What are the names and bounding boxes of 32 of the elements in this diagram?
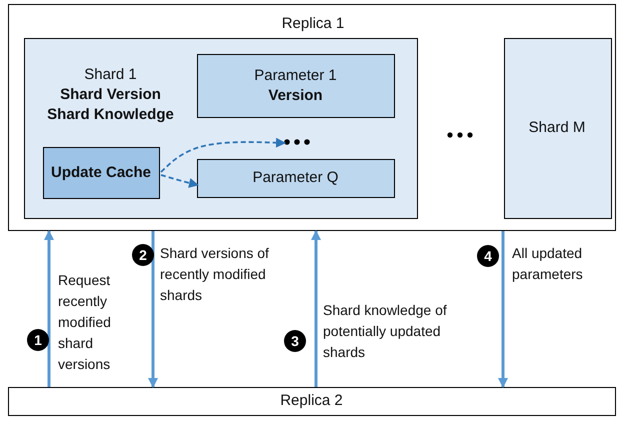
parameter-box [197,54,395,118]
arrow [44,230,54,387]
callout-number: 4 [477,245,499,267]
shard-box [504,38,612,218]
parameter-box [197,159,395,198]
box-label: Shard M [528,118,586,138]
cache-box [43,147,160,199]
edge-label: All updated parameters [512,244,584,284]
box-label: Shard Version [60,84,161,104]
callout-number: 3 [284,330,306,352]
box-label: Replica 2 [280,391,343,411]
box-label: Update Cache [50,162,152,182]
edge-label: Shard versions of recently modified shards [160,244,270,305]
callout-number: 1 [27,329,49,351]
replica-box [8,4,616,231]
box-label: Shard Knowledge [47,104,174,124]
box-label: Shard 1 [84,64,137,84]
box-label: Version [268,86,323,106]
replica-box [8,387,616,416]
box-label: Parameter Q [252,168,338,188]
edge-label: Shard knowledge of potentially updated shards [323,301,448,362]
shard-box [24,38,418,218]
edge-label: Request recently modified shard versions [58,271,112,374]
arrow [148,231,158,388]
ellipsis-icon [284,139,310,145]
box-label: Replica 1 [282,14,344,34]
box-label: Parameter 1 [254,66,337,86]
arrow [311,230,321,387]
callout-number: 2 [132,244,154,266]
arrow [498,231,508,388]
arrow [160,174,199,188]
arrow [160,138,286,173]
